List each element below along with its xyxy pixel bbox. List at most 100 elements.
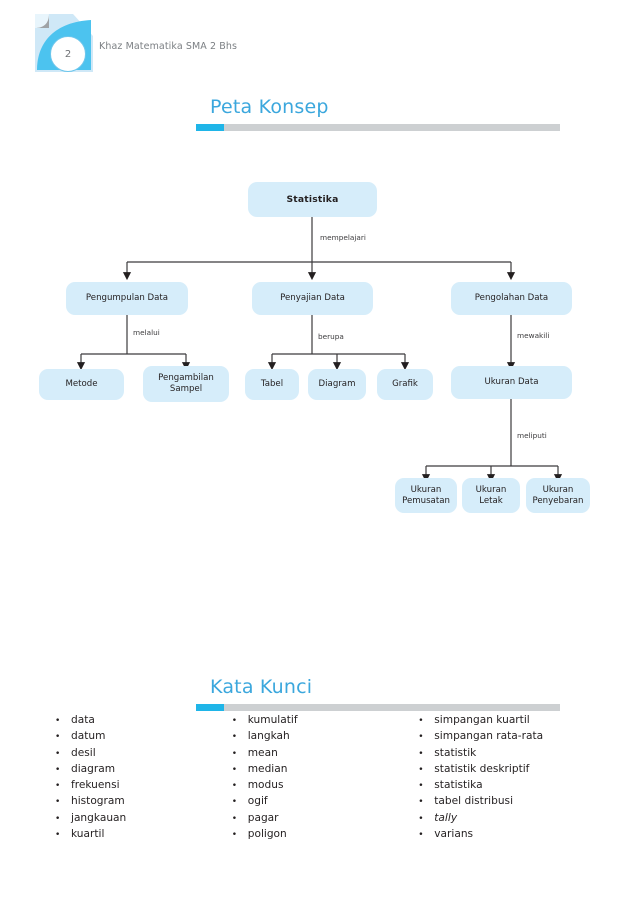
keyword-item: • simpangan kuartil bbox=[418, 713, 595, 729]
section-kata-kunci: Kata Kunci bbox=[196, 676, 560, 711]
bullet-icon: • bbox=[55, 813, 61, 824]
bullet-icon: • bbox=[418, 830, 424, 841]
node-grafik[interactable]: Grafik bbox=[377, 369, 433, 400]
bullet-icon: • bbox=[231, 732, 238, 743]
keyword-label: langkah bbox=[247, 730, 290, 743]
bullet-icon: • bbox=[55, 781, 61, 792]
keyword-item: • data bbox=[55, 713, 232, 729]
keyword-label: statistika bbox=[434, 779, 483, 792]
keyword-item: • varians bbox=[418, 827, 595, 843]
keyword-item: • langkah bbox=[232, 729, 419, 745]
peta-konsep-heading: Peta Konsep bbox=[210, 96, 329, 118]
keyword-column-1: • data • datum • desil • diagram • frekuensi • hist… bbox=[55, 713, 232, 843]
bullet-icon: • bbox=[55, 748, 61, 759]
node-penyajian-data[interactable]: Penyajian Data bbox=[252, 282, 373, 315]
keyword-label: ogif bbox=[247, 795, 268, 808]
keyword-label: desil bbox=[71, 746, 96, 759]
bullet-icon: • bbox=[231, 813, 238, 824]
bullet-icon: • bbox=[418, 813, 424, 824]
edge-label-berupa: berupa bbox=[318, 332, 344, 341]
edge-label-melalui: melalui bbox=[133, 328, 160, 337]
keyword-label: tally bbox=[434, 811, 458, 824]
keyword-item: • statistik deskriptif bbox=[418, 762, 595, 778]
keyword-label: pagar bbox=[247, 811, 279, 824]
keyword-item: • statistik bbox=[418, 746, 595, 762]
bullet-icon: • bbox=[231, 830, 238, 841]
keyword-label: kuartil bbox=[71, 828, 105, 841]
bullet-icon: • bbox=[418, 716, 424, 726]
keyword-item: • frekuensi bbox=[55, 778, 232, 794]
peta-konsep-rule bbox=[196, 124, 560, 131]
node-ukuran-penyebaran[interactable]: Ukuran Penyebaran bbox=[526, 478, 590, 513]
node-ukuran-data[interactable]: Ukuran Data bbox=[451, 366, 572, 399]
node-ukuran-pemusatan[interactable]: Ukuran Pemusatan bbox=[395, 478, 457, 513]
keyword-item: • tally bbox=[418, 811, 595, 827]
kata-kunci-rule bbox=[196, 704, 560, 711]
bullet-icon: • bbox=[231, 797, 238, 808]
bullet-icon: • bbox=[55, 716, 61, 726]
keyword-item: • desil bbox=[55, 746, 232, 762]
node-statistika[interactable]: Statistika bbox=[248, 182, 377, 217]
bullet-icon: • bbox=[231, 781, 238, 792]
node-ukuran-letak[interactable]: Ukuran Letak bbox=[462, 478, 520, 513]
keyword-label: jangkauan bbox=[71, 811, 127, 824]
keyword-item: • kumulatif bbox=[232, 713, 419, 729]
kata-kunci-heading: Kata Kunci bbox=[210, 676, 313, 698]
keyword-label: varians bbox=[434, 828, 474, 841]
keyword-item: • diagram bbox=[55, 762, 232, 778]
keyword-item: • tabel distribusi bbox=[418, 794, 595, 810]
node-pengumpulan-data[interactable]: Pengumpulan Data bbox=[66, 282, 188, 315]
keyword-label: kumulatif bbox=[247, 714, 298, 726]
keyword-label: data bbox=[71, 714, 95, 726]
bullet-icon: • bbox=[55, 797, 61, 808]
bullet-icon: • bbox=[418, 748, 424, 759]
keyword-label: median bbox=[247, 762, 288, 775]
edge-label-meliputi: meliputi bbox=[517, 431, 547, 440]
keyword-item: • statistika bbox=[418, 778, 595, 794]
node-pengolahan-data[interactable]: Pengolahan Data bbox=[451, 282, 572, 315]
keyword-label: frekuensi bbox=[71, 779, 120, 792]
page-header: 2 Khaz Matematika SMA 2 Bhs bbox=[0, 0, 638, 86]
bullet-icon: • bbox=[231, 748, 238, 759]
bullet-icon: • bbox=[418, 732, 424, 743]
page-number-text: 2 bbox=[64, 48, 72, 60]
keyword-label: tabel distribusi bbox=[434, 795, 514, 808]
keyword-label: histogram bbox=[71, 795, 125, 808]
bullet-icon: • bbox=[418, 764, 424, 775]
keyword-item: • jangkauan bbox=[55, 811, 232, 827]
node-metode[interactable]: Metode bbox=[39, 369, 124, 400]
keyword-item: • ogif bbox=[232, 794, 419, 810]
node-pengambilan-sampel[interactable]: Pengambilan Sampel bbox=[143, 366, 229, 402]
node-tabel[interactable]: Tabel bbox=[245, 369, 299, 400]
keyword-label: simpangan kuartil bbox=[434, 714, 530, 726]
keyword-item: • median bbox=[232, 762, 419, 778]
keyword-item: • datum bbox=[55, 729, 232, 745]
keyword-item: • histogram bbox=[55, 794, 232, 810]
keyword-label: diagram bbox=[71, 762, 116, 775]
keyword-item: • modus bbox=[232, 778, 419, 794]
page-number: 2 bbox=[50, 36, 86, 72]
bullet-icon: • bbox=[55, 830, 61, 841]
edge-label-mempelajari: mempelajari bbox=[320, 233, 366, 242]
keyword-label: modus bbox=[247, 779, 284, 792]
bullet-icon: • bbox=[418, 797, 424, 808]
bullet-icon: • bbox=[418, 781, 424, 792]
keyword-label: statistik deskriptif bbox=[434, 762, 530, 775]
bullet-icon: • bbox=[231, 764, 238, 775]
bullet-icon: • bbox=[55, 764, 61, 775]
keyword-item: • poligon bbox=[232, 827, 419, 843]
running-title: Khaz Matematika SMA 2 Bhs bbox=[99, 41, 238, 52]
bullet-icon: • bbox=[231, 716, 238, 726]
keyword-item: • mean bbox=[232, 746, 419, 762]
keyword-label: mean bbox=[247, 746, 278, 759]
keyword-columns: • data • datum • desil • diagram • frekuensi • hist… bbox=[55, 713, 595, 843]
section-peta-konsep: Peta Konsep bbox=[196, 96, 560, 131]
node-diagram[interactable]: Diagram bbox=[308, 369, 366, 400]
keyword-label: poligon bbox=[247, 828, 287, 841]
edge-label-mewakili: mewakili bbox=[517, 331, 550, 340]
keyword-label: datum bbox=[71, 730, 106, 743]
bullet-icon: • bbox=[55, 732, 61, 743]
keyword-column-3: •simpangan kuartil•simpangan rata-rata•s… bbox=[418, 713, 595, 843]
keyword-item: • pagar bbox=[232, 811, 419, 827]
keyword-label: statistik bbox=[434, 746, 477, 759]
